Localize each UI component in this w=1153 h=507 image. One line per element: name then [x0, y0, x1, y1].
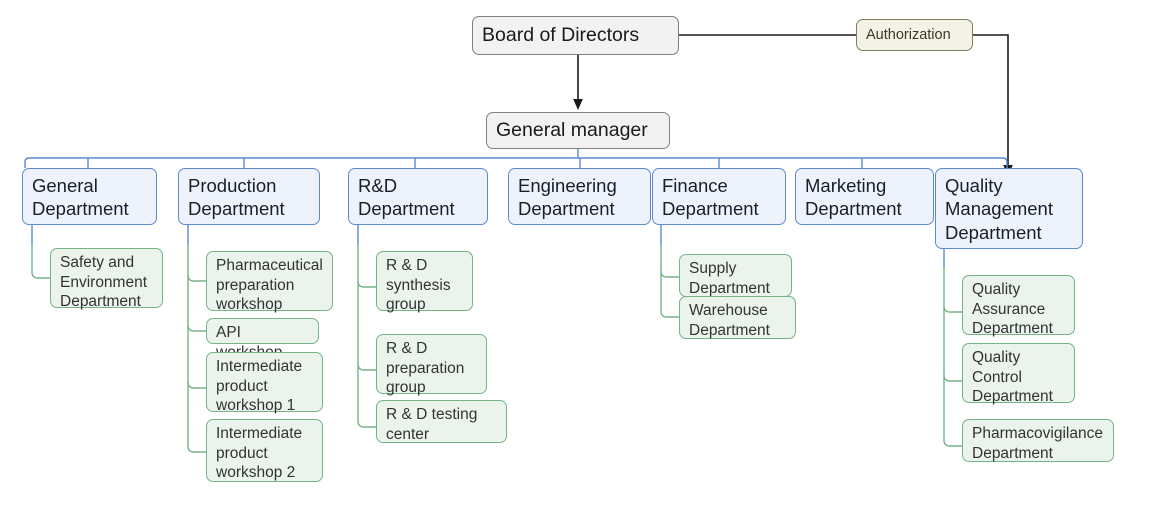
branch-rnd-2 — [357, 363, 376, 371]
branch-general-1 — [31, 245, 50, 279]
node-general-manager[interactable]: General manager — [486, 112, 670, 149]
subunit-supply-department-label: Supply Department — [689, 260, 770, 297]
subunit-supply-department[interactable]: Supply Department — [679, 254, 792, 297]
branch-finance-1 — [660, 270, 679, 278]
subunit-warehouse-department[interactable]: Warehouse Department — [679, 296, 796, 339]
department-marketing-label: Marketing Department — [805, 175, 902, 220]
subunit-pharmaceutical-preparation-workshop[interactable]: Pharmaceutical preparation workshop — [206, 251, 333, 313]
branch-production-3 — [187, 381, 206, 389]
branch-production-2 — [187, 324, 206, 332]
branch-rnd-1 — [357, 280, 376, 288]
subunit-rnd-testing-center[interactable]: R & D testing center — [376, 400, 507, 443]
subunit-intermediate-product-workshop-1[interactable]: Intermediate product workshop 1 — [206, 352, 323, 414]
subunit-pharmacovigilance-department-label: Pharmacovigilance Department — [972, 425, 1103, 462]
department-general[interactable]: General Department — [22, 168, 157, 225]
arrowhead-board-to-gm — [573, 99, 583, 110]
subunit-safety-and-environment-label: Safety and Environment Department — [60, 254, 148, 311]
node-board-of-directors-label: Board of Directors — [482, 24, 640, 47]
node-authorization-label: Authorization — [866, 26, 951, 43]
subunit-rnd-testing-center-label: R & D testing center — [386, 406, 478, 443]
subunit-quality-assurance-department-label: Quality Assurance Department — [972, 281, 1053, 338]
subunit-rnd-preparation-group[interactable]: R & D preparation group — [376, 334, 487, 396]
subunit-safety-and-environment[interactable]: Safety and Environment Department — [50, 248, 163, 310]
node-authorization[interactable]: Authorization — [856, 19, 973, 51]
branch-production-4 — [187, 445, 206, 453]
subunit-quality-control-department-label: Quality Control Department — [972, 349, 1053, 406]
branch-rnd-3 — [357, 420, 376, 428]
department-finance-label: Finance Department — [662, 175, 759, 220]
branch-quality-2 — [943, 374, 962, 382]
subunit-warehouse-department-label: Warehouse Department — [689, 302, 770, 339]
branch-quality-3 — [943, 439, 962, 447]
department-production-label: Production Department — [188, 175, 285, 220]
department-general-label: General Department — [32, 175, 129, 220]
edge-authorization-to-quality — [973, 34, 1009, 168]
subunit-intermediate-product-workshop-2[interactable]: Intermediate product workshop 2 — [206, 419, 323, 482]
subunit-pharmacovigilance-department[interactable]: Pharmacovigilance Department — [962, 419, 1114, 462]
subunit-rnd-synthesis-group-label: R & D synthesis group — [386, 257, 451, 314]
subunit-rnd-synthesis-group[interactable]: R & D synthesis group — [376, 251, 473, 313]
node-board-of-directors[interactable]: Board of Directors — [472, 16, 679, 55]
department-engineering-label: Engineering Department — [518, 175, 617, 220]
department-engineering[interactable]: Engineering Department — [508, 168, 651, 225]
subunit-api-workshop[interactable]: API workshop — [206, 318, 319, 361]
department-marketing[interactable]: Marketing Department — [795, 168, 934, 225]
branch-finance-2 — [660, 310, 679, 318]
branch-quality-1 — [943, 305, 962, 313]
department-rnd[interactable]: R&D Department — [348, 168, 488, 225]
subunit-intermediate-product-workshop-2-label: Intermediate product workshop 2 — [216, 425, 303, 482]
department-bus-line — [24, 157, 1008, 168]
department-rnd-label: R&D Department — [358, 175, 455, 220]
branch-production-1 — [187, 274, 206, 282]
subunit-quality-assurance-department[interactable]: Quality Assurance Department — [962, 275, 1075, 337]
department-quality-management-label: Quality Management Department — [945, 175, 1053, 243]
subunit-pharmaceutical-preparation-workshop-label: Pharmaceutical preparation workshop — [216, 257, 323, 314]
node-general-manager-label: General manager — [496, 119, 648, 142]
subunit-quality-control-department[interactable]: Quality Control Department — [962, 343, 1075, 405]
department-production[interactable]: Production Department — [178, 168, 320, 225]
department-finance[interactable]: Finance Department — [652, 168, 786, 225]
subunit-rnd-preparation-group-label: R & D preparation group — [386, 340, 465, 397]
subunit-intermediate-product-workshop-1-label: Intermediate product workshop 1 — [216, 358, 303, 415]
department-quality-management[interactable]: Quality Management Department — [935, 168, 1083, 249]
